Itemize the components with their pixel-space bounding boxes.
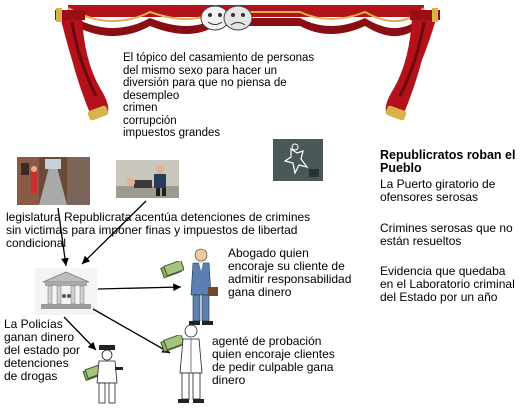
money-icon: [160, 335, 184, 353]
side-item-unsolved-crimes: Crimines serosas que no están resueltos: [380, 221, 513, 248]
money-icon: [160, 261, 184, 279]
arrow-courthouse-to-probation: [92, 308, 171, 354]
courthouse-illustration: [35, 268, 97, 315]
curtain-right: [385, 8, 440, 121]
side-item-lab-evidence: Evidencia que quedaba en el Laboratorio …: [380, 264, 515, 304]
side-item-revolving-door: La Puerto giratorio de ofensores serosas: [380, 177, 496, 204]
arrow-arrest-to-courthouse: [81, 200, 147, 265]
police-figure: [96, 345, 123, 404]
crime-scene-photo: [273, 139, 323, 181]
street-photo: [17, 157, 90, 205]
arrow-courthouse-to-lawyer: [97, 283, 182, 292]
stage-text: El tópico del casamiento de personas del…: [123, 52, 315, 139]
curtain-left: [55, 8, 109, 121]
police-text: La Policías ganan dinero del estado por …: [4, 317, 81, 383]
theater-masks-icon: [200, 5, 253, 31]
probation-text: agenté de probación quien encoraje clien…: [212, 334, 335, 387]
arrest-photo: [116, 160, 179, 198]
arrow-street-to-courthouse: [57, 207, 69, 267]
legislature-text: legislatura Republicrata acentúa detenci…: [6, 210, 311, 250]
lawyer-figure: [189, 248, 218, 325]
arrow-courthouse-to-police: [63, 316, 97, 351]
side-title: Republicratos roban el Pueblo: [380, 148, 516, 175]
probation-officer-figure: [178, 324, 204, 403]
lawyer-text: Abogado quien encoraje su cliente de adm…: [228, 246, 352, 299]
